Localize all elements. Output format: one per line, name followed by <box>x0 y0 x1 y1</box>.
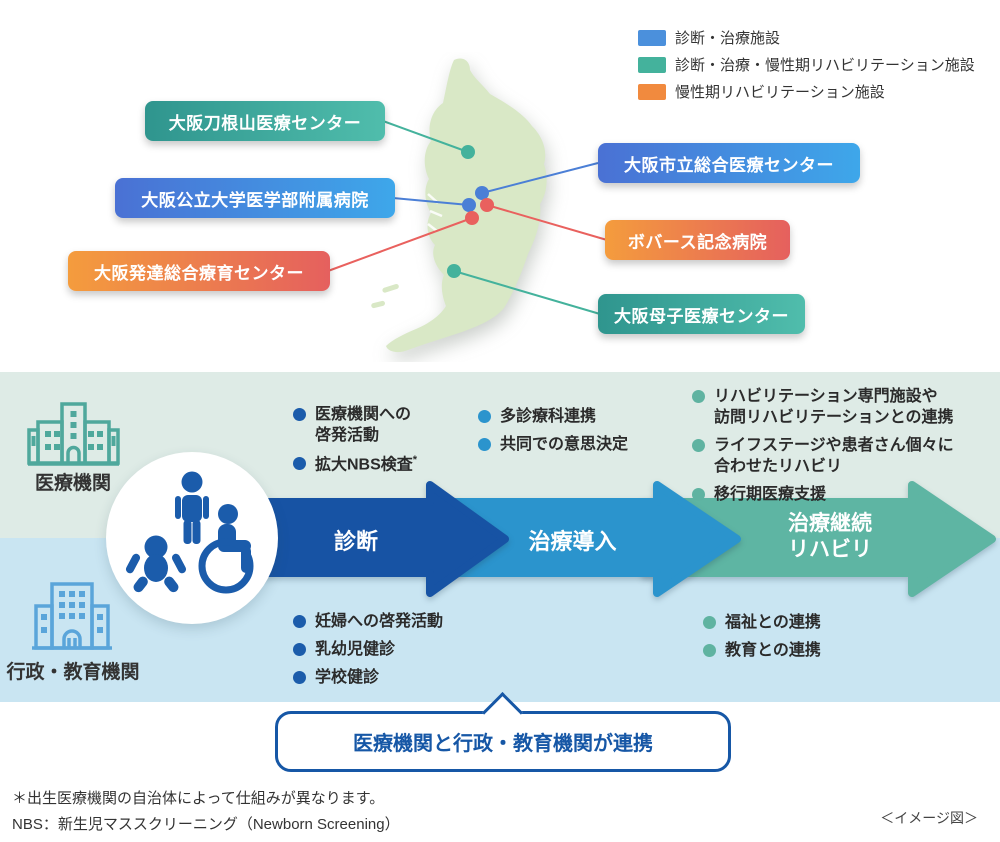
bullets-medical-treatment-intro: 多診療科連携 共同での意思決定 <box>478 406 628 455</box>
arrow-diagnosis <box>236 481 509 597</box>
facility-name: 大阪母子医療センター <box>614 306 789 326</box>
facility-name: 大阪公立大学医学部附属病院 <box>141 190 369 210</box>
bullet-text: 乳幼児健診 <box>315 641 396 659</box>
bullet-item: 学校健診 <box>293 667 443 688</box>
government-building-icon <box>32 582 112 650</box>
osaka-prefecture-map <box>371 58 547 353</box>
stage-label-treatment-continue: 治療継続 リハビリ <box>788 512 872 561</box>
stage-label-treatment-intro: 治療導入 <box>528 529 617 554</box>
bullet-text: 教育との連携 <box>725 642 821 660</box>
baby-icon <box>125 535 187 593</box>
bullet-dot <box>703 616 716 629</box>
bullets-medical-treatment-continue: リハビリテーション専門施設や 訪問リハビリテーションとの連携 ライフステージや患… <box>692 386 954 506</box>
bullet-dot <box>692 439 705 453</box>
actor-label-government-education: 行政・教育機関 <box>6 662 140 683</box>
bullet-text: 医療機関への 啓発活動 <box>315 406 412 445</box>
facility-name: 大阪市立総合医療センター <box>624 155 834 175</box>
hospital-building-icon <box>27 402 120 466</box>
patients-circle <box>106 452 278 624</box>
bullet-text: リハビリテーション専門施設や 訪問リハビリテーションとの連携 <box>714 388 954 427</box>
image-caption: ＜イメージ図＞ <box>880 810 978 826</box>
bullets-gov-diagnosis: 妊婦への啓発活動 乳幼児健診 学校健診 <box>293 611 443 688</box>
legend-label: 慢性期リハビリテーション施設 <box>675 84 885 101</box>
legend-row-diagnosis-treatment-rehab: 診断・治療・慢性期リハビリテーション施設 <box>638 54 975 75</box>
stage-label-diagnosis: 診断 <box>333 529 378 554</box>
bullets-medical-diagnosis: 医療機関への 啓発活動 拡大NBS検査* <box>293 404 417 476</box>
bullet-dot <box>293 643 306 657</box>
flow-arrows <box>236 481 996 597</box>
collaboration-callout: 医療機関と行政・教育機関が連携 <box>275 691 731 772</box>
actor-label-medical: 医療機関 <box>34 473 111 494</box>
bullet-dot <box>703 644 716 658</box>
bullet-dot <box>293 615 306 628</box>
facility-name: 大阪発達総合療育センター <box>94 263 304 283</box>
bullet-dot <box>692 488 705 502</box>
legend-swatch-orange <box>638 83 666 100</box>
bullet-item: ライフステージや患者さん個々に 合わせたリハビリ <box>692 435 954 477</box>
wheelchair-user-icon <box>198 504 254 594</box>
facility-legend: 診断・治療施設 診断・治療・慢性期リハビリテーション施設 慢性期リハビリテーショ… <box>638 27 975 102</box>
bullet-text: 拡大NBS検査* <box>315 454 418 474</box>
footnote-nbs: NBS：新生児マススクリーニング（Newborn Screening） <box>12 816 400 833</box>
bullet-text: ライフステージや患者さん個々に 合わせたリハビリ <box>714 437 954 476</box>
bullet-text: 多診療科連携 <box>500 408 597 425</box>
bullet-text: 移行期医療支援 <box>714 486 827 504</box>
bullet-item: 医療機関への 啓発活動 <box>293 404 417 446</box>
legend-label: 診断・治療施設 <box>675 30 781 47</box>
bullet-item: 妊婦への啓発活動 <box>293 611 443 632</box>
patient-figures-icon <box>125 471 254 594</box>
facility-label-koritsu-daigaku: 大阪公立大学医学部附属病院 <box>115 178 395 218</box>
facility-label-shiritsu-sogo: 大阪市立総合医療センター <box>598 143 860 183</box>
legend-row-chronic-rehab: 慢性期リハビリテーション施設 <box>638 81 975 102</box>
bullet-text: 妊婦への啓発活動 <box>315 613 444 630</box>
callout-text: 医療機関と行政・教育機関が連携 <box>353 733 653 755</box>
legend-swatch-teal <box>638 56 666 73</box>
legend-swatch-blue <box>638 29 666 46</box>
footnotes: ＊出生医療機関の自治体によって仕組みが異なります。 NBS：新生児マススクリーニ… <box>12 786 400 838</box>
bullet-item: リハビリテーション専門施設や 訪問リハビリテーションとの連携 <box>692 386 954 428</box>
legend-label: 診断・治療・慢性期リハビリテーション施設 <box>675 57 975 74</box>
legend-row-diagnosis-treatment: 診断・治療施設 <box>638 27 975 48</box>
bullet-item: 多診療科連携 <box>478 406 628 427</box>
bullet-item: 乳幼児健診 <box>293 639 443 660</box>
bullet-text: 共同での意思決定 <box>500 436 629 454</box>
bullet-item: 拡大NBS検査* <box>293 453 417 475</box>
facility-name: ボバース記念病院 <box>627 232 768 252</box>
bullet-item: 教育との連携 <box>703 640 821 661</box>
bullet-item: 福祉との連携 <box>703 612 821 633</box>
bullet-dot <box>293 671 306 685</box>
facility-label-toneyama: 大阪刀根山医療センター <box>145 101 385 141</box>
bullet-dot <box>478 410 491 423</box>
facility-label-boshi: 大阪母子医療センター <box>598 294 805 334</box>
bullet-text: 福祉との連携 <box>725 614 821 631</box>
facility-name: 大阪刀根山医療センター <box>168 113 362 133</box>
facility-label-bobath: ボバース記念病院 <box>605 220 790 260</box>
bullet-dot <box>478 438 491 452</box>
bullet-item: 共同での意思決定 <box>478 434 628 455</box>
footnote-asterisk: ＊出生医療機関の自治体によって仕組みが異なります。 <box>12 790 385 807</box>
adult-person-icon <box>175 471 209 544</box>
bullet-dot <box>293 408 306 421</box>
facility-label-hattatsu: 大阪発達総合療育センター <box>68 251 330 291</box>
bullet-dot <box>692 390 705 403</box>
bullet-text: 学校健診 <box>315 669 380 687</box>
bullet-item: 移行期医療支援 <box>692 484 954 505</box>
arrow-treatment-intro <box>426 481 741 597</box>
bullets-gov-treatment-continue: 福祉との連携 教育との連携 <box>703 612 821 661</box>
bullet-dot <box>293 457 306 471</box>
